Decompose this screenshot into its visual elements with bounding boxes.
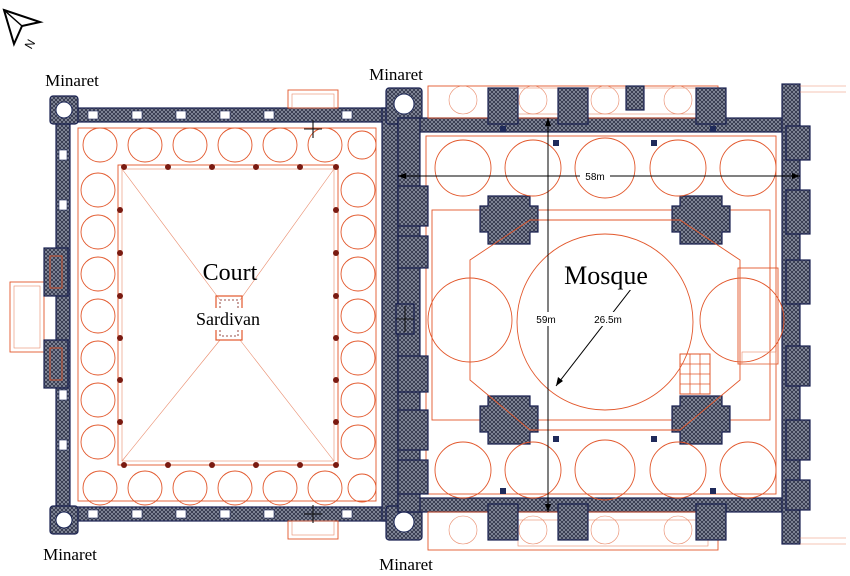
- east-annex-lines: [800, 85, 846, 545]
- dimension-length: 59m: [530, 118, 562, 512]
- mosque-label: Mosque: [564, 261, 648, 290]
- minaret-bases: [49, 87, 423, 541]
- mosque-domes: [427, 85, 785, 545]
- court-gates: [287, 89, 339, 540]
- minbar: [679, 353, 711, 395]
- court-arcade-top: [82, 127, 377, 163]
- court-label: Court: [203, 260, 258, 286]
- west-entrance: [9, 247, 69, 389]
- minaret-label-top-left: Minaret: [45, 71, 99, 90]
- wall-windows: [58, 110, 353, 519]
- court-arcade-bottom: [82, 470, 377, 506]
- sardivan-label-bg: [180, 308, 276, 330]
- court-diagonals: [121, 168, 335, 462]
- minaret-label-top-center: Minaret: [369, 65, 423, 84]
- court-arcade-left: [80, 172, 116, 460]
- mosque-buttresses: [397, 85, 811, 541]
- dim-width-label: 58m: [585, 172, 604, 183]
- court-arcade-right: [340, 172, 376, 460]
- north-letter: N: [22, 37, 38, 52]
- mosque-label-bg: [550, 260, 662, 290]
- dim-length-label: 59m: [536, 315, 555, 326]
- minaret-label-bottom-left: Minaret: [43, 545, 97, 564]
- main-portal: [395, 303, 415, 335]
- court-columns: [117, 164, 339, 468]
- minaret-label-bottom-center: Minaret: [379, 555, 433, 574]
- dome-piers: [479, 195, 731, 445]
- sardivan-label: Sardivan: [196, 309, 260, 329]
- mihrab-area: [737, 267, 779, 365]
- north-arrow-icon: N: [2, 8, 44, 52]
- dimension-width: 58m: [398, 170, 800, 183]
- dim-dome-label: 26.5m: [594, 315, 622, 326]
- mosque-columns: [500, 126, 716, 494]
